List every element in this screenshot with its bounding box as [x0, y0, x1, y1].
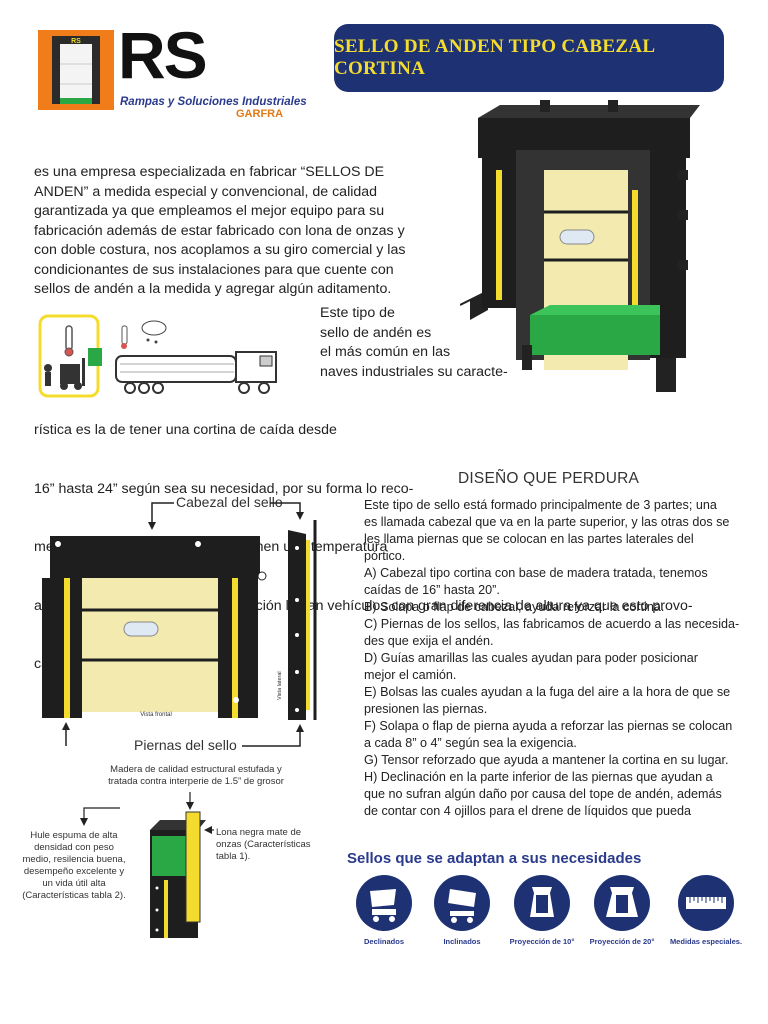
cabezal-label: Cabezal del sello: [176, 494, 283, 510]
design-line: de contar con 4 ojillos para el drene de…: [364, 804, 691, 818]
intro-line: sellos de andén a la medida y agregar al…: [34, 281, 392, 297]
design-line: C) Piernas de los sellos, las fabricamos…: [364, 617, 740, 631]
description-side-text: Este tipo de sello de andén es el más co…: [320, 304, 508, 382]
sellos-title: Sellos que se adaptan a sus necesidades: [347, 850, 642, 867]
front-view-label: Vista frontal: [140, 712, 172, 718]
design-line: caídas de 16” hasta 20”.: [364, 583, 500, 597]
ruler-icon: [676, 873, 736, 933]
inclined-seal-icon: [432, 873, 492, 933]
design-line: D) Guías amarillas las cuales ayudan par…: [364, 651, 698, 665]
sello-label: Inclinados: [443, 937, 481, 946]
foam-line: un vida útil alta: [42, 878, 106, 889]
description-line: 16” hasta 24” según sea su necesidad, po…: [34, 480, 414, 497]
design-line: mejor el camión.: [364, 668, 457, 682]
sello-label: Medidas especiales.: [669, 937, 743, 946]
design-line: presionen las piernas.: [364, 702, 488, 716]
canvas-line: tabla 1).: [216, 851, 251, 862]
wood-line: Madera de calidad estructural estufada y: [110, 764, 282, 775]
description-line: sello de andén es: [320, 324, 432, 341]
intro-paragraph: es una empresa especializada en fabricar…: [34, 163, 406, 300]
design-line: des que exija el andén.: [364, 634, 494, 648]
page-title: SELLO DE ANDEN TIPO CABEZAL CORTINA: [334, 24, 724, 92]
design-line: E) Bolsas las cuales ayudan a la fuga de…: [364, 685, 731, 699]
foam-line: (Características tabla 2).: [22, 890, 126, 901]
design-line: A) Cabezal tipo cortina con base de made…: [364, 566, 708, 580]
wood-note: Madera de calidad estructural estufada y…: [96, 764, 296, 788]
design-paragraph: Este tipo de sello está formado principa…: [364, 497, 744, 820]
declined-seal-icon: [354, 873, 414, 933]
intro-line: condicionantes de sus instalaciones para…: [34, 261, 394, 278]
sello-label: Proyección de 20°: [589, 937, 655, 946]
wood-line: tratada contra interperie de 1.5” de gro…: [108, 776, 284, 787]
intro-line: ANDEN” a medida especial y convencional,…: [34, 183, 378, 200]
design-line: les llama piernas que se colocan en las …: [364, 532, 694, 546]
sello-label: Proyección de 10°: [509, 937, 575, 946]
projection-10-icon: [512, 873, 572, 933]
logo-dock-icon: RS: [38, 30, 114, 110]
logo-text: RS: [118, 18, 208, 92]
foam-line: medio, resilencia buena,: [22, 854, 126, 865]
canvas-line: onzas (Características: [216, 839, 311, 850]
design-line: pórtico.: [364, 549, 406, 563]
design-line: H) Declinación en la parte inferior de l…: [364, 770, 713, 784]
description-line: Este tipo de: [320, 305, 395, 321]
foam-line: densidad con peso: [34, 842, 114, 853]
description-line: rística es la de tener una cortina de ca…: [34, 422, 337, 438]
seal-front-side-diagram: Vista frontal Vista lateral: [38, 500, 328, 750]
foam-note: Hule espuma de alta densidad con peso me…: [14, 830, 134, 902]
canvas-note: Lona negra mate de onzas (Característica…: [216, 827, 336, 863]
foam-line: desempeño excelente y: [23, 866, 125, 877]
foam-line: Hule espuma de alta: [30, 830, 118, 841]
design-line: es llamada cabezal que va en la parte su…: [364, 515, 730, 529]
projection-20-icon: [592, 873, 652, 933]
design-line: G) Tensor reforzado que ayuda a mantener…: [364, 753, 729, 767]
description-line: naves industriales su caracte-: [320, 363, 508, 380]
design-line: a cada 8” o 4” según sea la exigencia.: [364, 736, 577, 750]
company-brand: GARFRA: [236, 108, 284, 120]
design-line: F) Solapa o flap de pierna ayuda a refor…: [364, 719, 733, 733]
dock-seal-illustration: [459, 100, 710, 395]
seal-cross-section-illustration: [60, 790, 220, 940]
logo-small-text: RS: [71, 38, 81, 45]
intro-line: garantizada ya que empleamos el mejor eq…: [34, 203, 385, 219]
company-name: Rampas y Soluciones Industriales: [120, 96, 307, 108]
intro-line: con doble costura, nos acoplamos a su gi…: [34, 242, 406, 258]
design-line: Este tipo de sello está formado principa…: [364, 498, 717, 512]
design-line: B) Solapa o flap de cabezal, ayuda refor…: [364, 600, 665, 614]
piernas-label: Piernas del sello: [134, 737, 237, 753]
side-view-label: Vista lateral: [277, 671, 283, 700]
sello-label: Declinados: [363, 937, 404, 946]
design-line: que no sufran algún daño por causa del t…: [364, 787, 722, 801]
truck-warehouse-illustration: [38, 312, 286, 398]
canvas-line: Lona negra mate de: [216, 827, 302, 838]
description-line: el más común en las: [320, 344, 451, 360]
intro-line: es una empresa especializada en fabricar…: [34, 164, 385, 180]
section-heading: DISEÑO QUE PERDURA: [458, 470, 640, 487]
intro-line: fabricación además de estar fabricado co…: [34, 222, 405, 239]
